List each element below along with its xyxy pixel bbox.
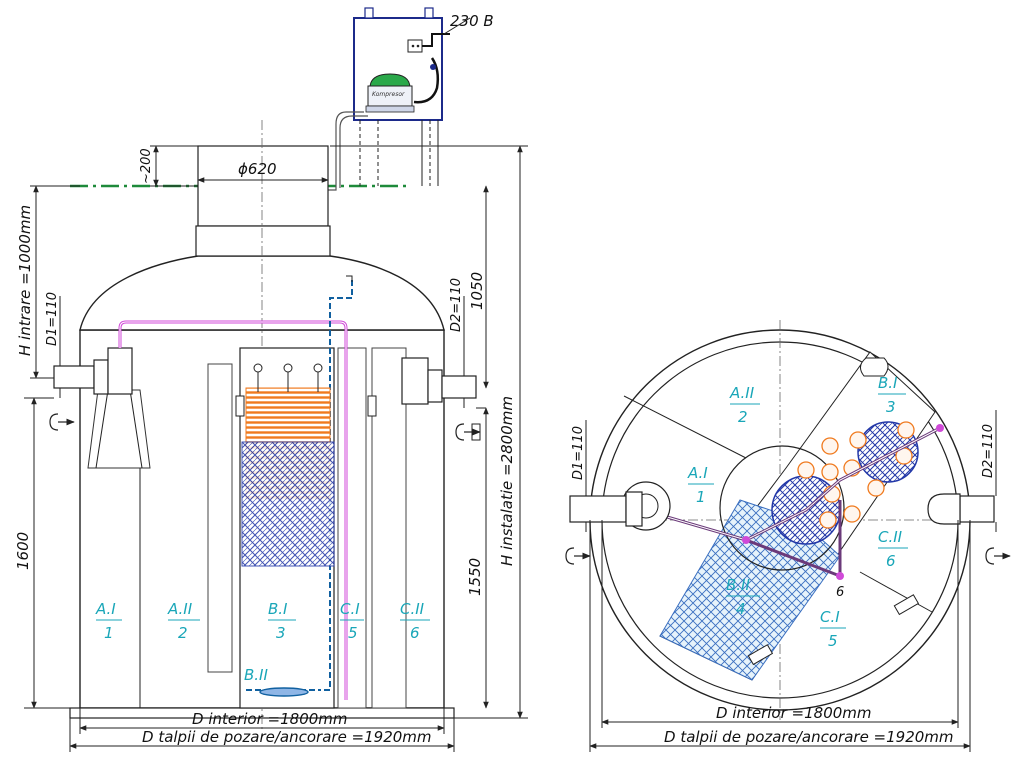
plan-dim-base-diameter: D talpii de pozare/ancorare =1920mm bbox=[664, 728, 954, 746]
svg-text:5: 5 bbox=[348, 624, 358, 642]
plan-zone-aii: A.II 2 bbox=[729, 384, 760, 426]
outlet-pipe bbox=[401, 357, 477, 405]
plan-dim-inlet-diameter: D1=110 bbox=[571, 426, 586, 480]
power-socket-icon bbox=[407, 39, 423, 53]
plan-outlet-pipe bbox=[959, 495, 995, 523]
svg-text:C.I: C.I bbox=[340, 600, 360, 618]
dim-base-diameter: D talpii de pozare/ancorare =1920mm bbox=[142, 728, 432, 746]
svg-text:B.I: B.I bbox=[268, 600, 288, 618]
svg-text:2: 2 bbox=[178, 624, 188, 642]
svg-text:A.I: A.I bbox=[687, 464, 708, 482]
flow-inlet-icon bbox=[565, 547, 591, 565]
plan-zone-bii: B.II 4 bbox=[726, 576, 760, 618]
plan-dim-outlet-diameter: D2=110 bbox=[981, 424, 996, 478]
power-label: 230 B bbox=[450, 12, 494, 30]
zone-label-ci: C.I 5 bbox=[340, 600, 364, 642]
svg-text:6: 6 bbox=[886, 552, 896, 570]
svg-text:C.II: C.II bbox=[878, 528, 903, 546]
flow-outlet-icon bbox=[455, 423, 481, 441]
plan-zone-ci: C.I 5 bbox=[820, 608, 846, 650]
zone-label-ai: A.I 1 bbox=[95, 600, 122, 642]
dim-inlet-diameter: D1=110 bbox=[45, 292, 60, 346]
media-hangers bbox=[253, 363, 323, 392]
svg-text:A.II: A.II bbox=[729, 384, 755, 402]
svg-text:1: 1 bbox=[696, 488, 706, 506]
manhole-neck bbox=[197, 145, 329, 227]
zone-label-bii: B.II bbox=[244, 666, 268, 684]
svg-text:C.II: C.II bbox=[400, 600, 425, 618]
svg-text:C.I: C.I bbox=[820, 608, 840, 626]
plan-zone-ai: A.I 1 bbox=[687, 464, 714, 506]
svg-text:3: 3 bbox=[276, 624, 286, 642]
svg-text:A.I: A.I bbox=[95, 600, 116, 618]
flow-inlet-icon bbox=[49, 413, 75, 431]
svg-text:A.II: A.II bbox=[167, 600, 193, 618]
dim-right-height: 1550 bbox=[466, 558, 484, 596]
dim-left-height: 1600 bbox=[14, 532, 32, 570]
orange-diffusers bbox=[797, 421, 915, 529]
dim-outlet-diameter: D2=110 bbox=[449, 278, 464, 332]
inlet-pipe bbox=[53, 347, 133, 395]
svg-text:5: 5 bbox=[828, 632, 838, 650]
svg-text:2: 2 bbox=[738, 408, 748, 426]
svg-text:B.II: B.II bbox=[726, 576, 750, 594]
zone-label-aii: A.II 2 bbox=[167, 600, 200, 642]
svg-text:6: 6 bbox=[410, 624, 420, 642]
plan-view: A.II 2 B.I 3 A.I 1 C.II 6 B.II 4 C.I 5 bbox=[565, 320, 1011, 752]
plan-inlet-pipe bbox=[569, 495, 627, 523]
dim-inlet-height: H intrare =1000mm bbox=[16, 205, 34, 356]
compressor-icon bbox=[365, 73, 415, 113]
plan-zone-cii: C.II 6 bbox=[878, 528, 908, 570]
dim-manhole-diameter: ϕ620 bbox=[238, 160, 277, 178]
zone-label-cii: C.II 6 bbox=[400, 600, 430, 642]
dim-interior-diameter: D interior =1800mm bbox=[192, 710, 348, 728]
svg-text:4: 4 bbox=[736, 600, 746, 618]
svg-text:B.I: B.I bbox=[878, 374, 898, 392]
flow-outlet-icon bbox=[985, 547, 1011, 565]
section-view: Kompresor 230 B bbox=[14, 7, 528, 752]
compressor-label: Kompresor bbox=[372, 91, 405, 98]
svg-text:1: 1 bbox=[104, 624, 114, 642]
filter-media-blue bbox=[241, 441, 335, 567]
zone-label-bi: B.I 3 bbox=[268, 600, 296, 642]
plan-dim-interior-diameter: D interior =1800mm bbox=[716, 704, 872, 722]
dim-top-height: ~200 bbox=[139, 148, 154, 184]
plan-zone-bi: B.I 3 bbox=[878, 374, 906, 416]
manhole-collar bbox=[195, 225, 331, 257]
compressor-box: Kompresor 230 B bbox=[353, 7, 494, 121]
svg-text:3: 3 bbox=[886, 398, 896, 416]
dim-top-outlet-height: 1050 bbox=[468, 272, 486, 310]
plan-marker: 6 bbox=[836, 585, 844, 600]
dim-install-height: H instalatie =2800mm bbox=[498, 396, 516, 566]
